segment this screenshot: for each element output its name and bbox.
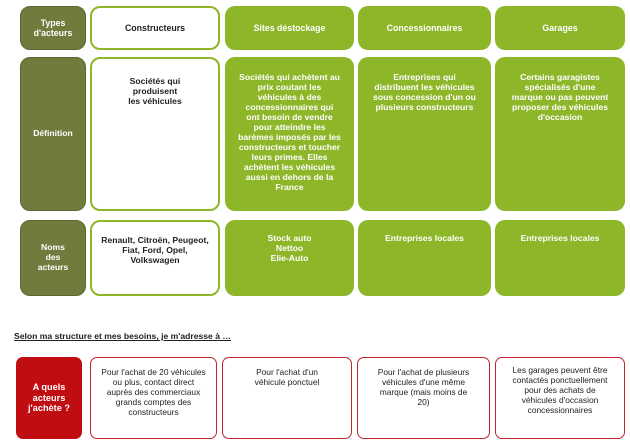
row-header-definition: Définition (20, 57, 86, 211)
section-label: Selon ma structure et mes besoins, je m'… (14, 331, 231, 341)
definition-garages: Certains garagistes spécialisés d'une ma… (495, 57, 625, 211)
noms-concessionnaires: Entreprises locales (358, 220, 491, 296)
achat-concessionnaires: Pour l'achat de plusieurs véhicules d'un… (357, 357, 490, 439)
column-header-sites-destockage: Sites déstockage (225, 6, 354, 50)
column-header-concessionnaires: Concessionnaires (358, 6, 491, 50)
row-header-noms-acteurs: Noms des acteurs (20, 220, 86, 296)
achat-garages: Les garages peuvent être contactés ponct… (495, 357, 625, 439)
definition-constructeurs: Sociétés qui produisent les véhicules (90, 57, 220, 211)
noms-constructeurs: Renault, Citroën, Peugeot, Fiat, Ford, O… (90, 220, 220, 296)
definition-sites-destockage: Sociétés qui achètent au prix coutant le… (225, 57, 354, 211)
row-header-a-quels-acteurs: A quels acteurs j'achète ? (16, 357, 82, 439)
achat-sites-destockage: Pour l'achat d'un véhicule ponctuel (222, 357, 352, 439)
column-header-garages: Garages (495, 6, 625, 50)
noms-sites-destockage: Stock auto Nettoo Elie-Auto (225, 220, 354, 296)
definition-concessionnaires: Entreprises qui distribuent les véhicule… (358, 57, 491, 211)
achat-constructeurs: Pour l'achat de 20 véhicules ou plus, co… (90, 357, 217, 439)
column-header-constructeurs: Constructeurs (90, 6, 220, 50)
row-header-types-acteurs: Types d'acteurs (20, 6, 86, 50)
noms-garages: Entreprises locales (495, 220, 625, 296)
